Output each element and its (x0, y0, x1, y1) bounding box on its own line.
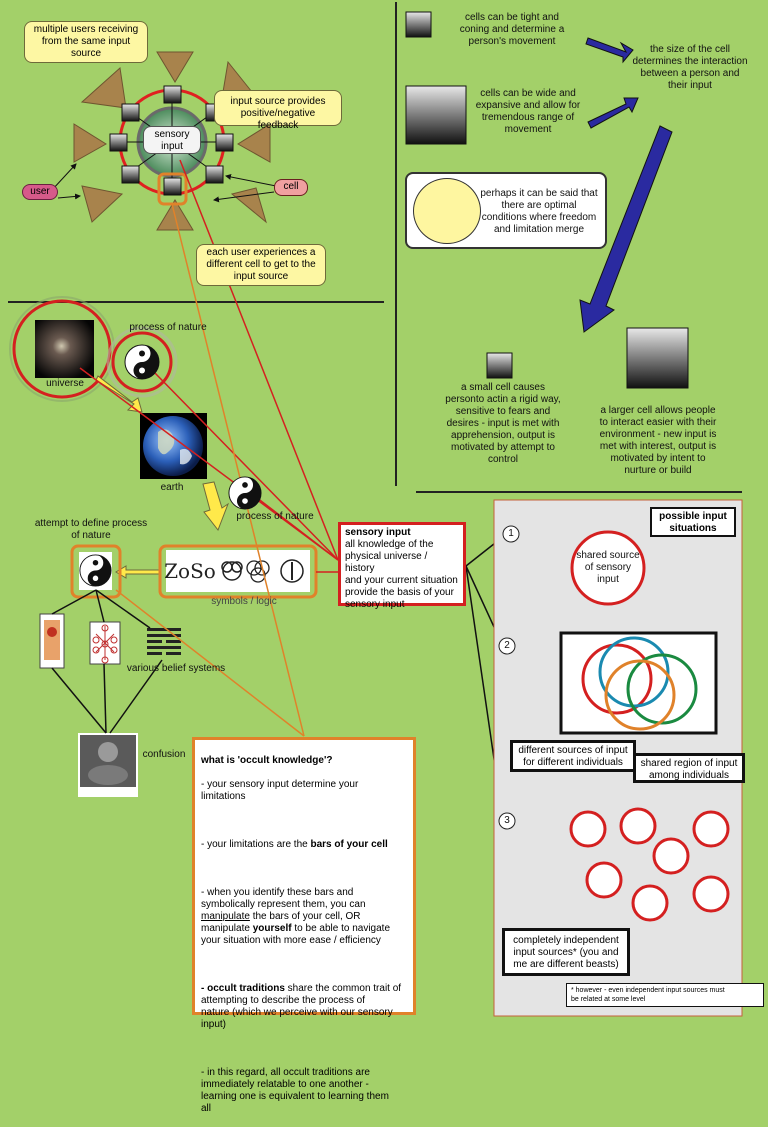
panel-title: possible input situations (650, 507, 736, 537)
cell-label: cell (274, 179, 308, 196)
sensory-input-box: sensory input all knowledge of the physi… (338, 522, 466, 610)
label-belief-systems: various belief systems (126, 663, 226, 674)
sensory-input-title: sensory input (345, 527, 411, 538)
label-attempt-define: attempt to define process of nature (34, 518, 148, 541)
text-size-of-cell: the size of the cell determines the inte… (632, 44, 748, 91)
label-earth: earth (160, 482, 184, 493)
sensory-input-label: sensory input (143, 126, 201, 154)
occult-p5: - in this regard, all occult traditions … (201, 1067, 389, 1114)
yin-yang-icon (228, 476, 262, 510)
text-small-cell: a small cell causes personto actin a rig… (445, 382, 561, 465)
label-different-sources: different sources of input for different… (510, 740, 636, 772)
note-each-user: each user experiences a different cell t… (196, 244, 326, 286)
note-feedback: input source provides positive/negative … (214, 90, 342, 131)
occult-p4: - occult traditions share the common tra… (201, 983, 402, 1030)
nature-diagram: ZoSo (9, 296, 318, 797)
label-process-of-nature-2: process of nature (236, 511, 314, 522)
sun-circle-icon (413, 178, 481, 244)
optimal-conditions-box: perhaps it can be said that there are op… (405, 172, 607, 249)
user-label: user (22, 184, 58, 200)
label-independent: completely independent input sources* (y… (502, 928, 630, 976)
sensory-input-body: all knowledge of the physical universe /… (345, 539, 458, 610)
text-tight-cells: cells can be tight and coning and determ… (459, 12, 565, 47)
number-3: 3 (504, 815, 510, 826)
occult-p2: - your limitations are the bars of your … (201, 839, 388, 850)
occult-title: what is 'occult knowledge'? (201, 755, 333, 766)
label-shared-source: shared source of sensory input (576, 550, 640, 585)
label-shared-region: shared region of input among individuals (633, 753, 745, 783)
label-symbols-logic: symbols / logic (211, 596, 277, 607)
yin-yang-icon (79, 554, 112, 587)
label-process-of-nature-1: process of nature (129, 322, 207, 333)
diagram-canvas: ZoSo (8, 2, 764, 1114)
footnote: * however - even independent input sourc… (566, 983, 764, 1007)
occult-p3: - when you identify these bars and symbo… (201, 887, 391, 946)
number-2: 2 (504, 640, 510, 651)
note-multiple-users: multiple users receiving from the same i… (24, 21, 148, 63)
cell-size-diagram (405, 11, 689, 389)
svg-text:ZoSo: ZoSo (164, 559, 216, 583)
label-confusion: confusion (142, 749, 186, 760)
number-1: 1 (508, 528, 514, 539)
occult-p1: - your sensory input determine your limi… (201, 779, 359, 802)
text-larger-cell: a larger cell allows people to interact … (599, 405, 717, 476)
text-optimal: perhaps it can be said that there are op… (480, 188, 598, 235)
label-universe: universe (46, 378, 84, 389)
yin-yang-icon (124, 344, 160, 380)
text-wide-cells: cells can be wide and expansive and allo… (475, 88, 581, 135)
occult-knowledge-box: what is 'occult knowledge'? - your senso… (192, 737, 416, 1114)
